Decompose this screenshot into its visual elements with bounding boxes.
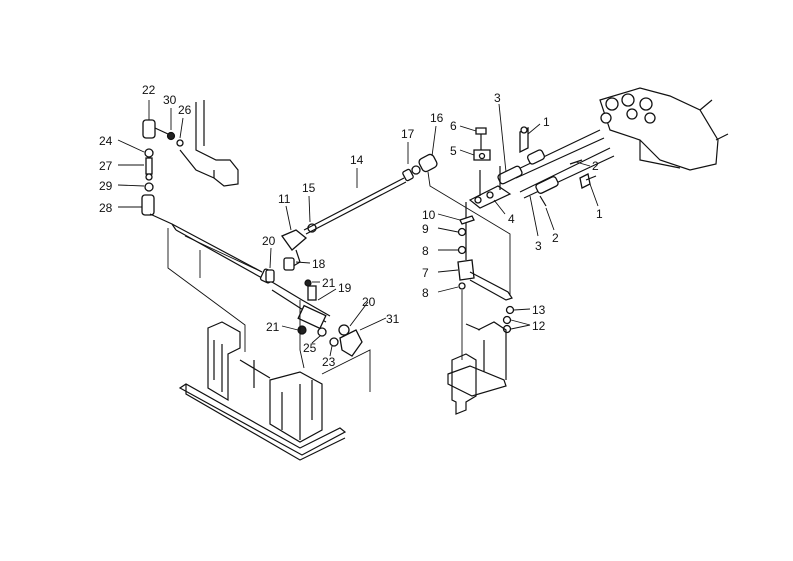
callout-6: 6: [450, 119, 457, 133]
callout-21-upper: 21: [322, 276, 336, 290]
callout-14: 14: [350, 153, 364, 167]
callout-21-lower: 21: [266, 320, 280, 334]
callout-28: 28: [99, 201, 113, 215]
callout-8-lower: 8: [422, 286, 429, 300]
upper-rod-14: [303, 153, 511, 296]
callout-4: 4: [508, 212, 515, 226]
callout-1-upper: 1: [543, 115, 550, 129]
callout-2-lower: 2: [552, 231, 559, 245]
callout-3-lower: 3: [535, 239, 542, 253]
leader-lines: [117, 100, 599, 357]
callout-27: 27: [99, 159, 113, 173]
callout-18: 18: [312, 257, 326, 271]
callout-26: 26: [178, 103, 192, 117]
callout-15: 15: [302, 181, 316, 195]
callout-16: 16: [430, 111, 444, 125]
callout-7: 7: [422, 266, 429, 280]
right-base-bracket: [447, 290, 507, 415]
callout-1-lower: 1: [596, 207, 603, 221]
callout-11: 11: [278, 192, 291, 206]
left-vertical-linkage: [141, 100, 239, 216]
callout-24: 24: [99, 134, 113, 148]
callout-20-upper: 20: [262, 234, 276, 248]
callout-30: 30: [163, 93, 177, 107]
callout-3-upper: 3: [494, 91, 501, 105]
callout-2-upper: 2: [592, 159, 599, 173]
callout-25: 25: [303, 341, 317, 355]
left-base-frame: [178, 321, 371, 461]
callout-17: 17: [401, 127, 415, 141]
callout-10: 10: [422, 208, 436, 222]
callout-8-upper: 8: [422, 244, 429, 258]
callout-5: 5: [450, 144, 457, 158]
callout-23: 23: [322, 355, 336, 369]
callout-12: 12: [532, 319, 546, 333]
callout-29: 29: [99, 179, 113, 193]
callout-labels: 22 30 26 24 27 29 28 14 17 16 11 15 20 1…: [99, 83, 603, 369]
callout-13: 13: [532, 303, 546, 317]
control-valve-assembly: [457, 87, 729, 334]
callout-31: 31: [386, 312, 400, 326]
callout-20-lower: 20: [362, 295, 376, 309]
lower-left-shaft: [149, 213, 275, 352]
callout-9: 9: [422, 222, 429, 236]
callout-19: 19: [338, 281, 352, 295]
callout-22: 22: [142, 83, 156, 97]
